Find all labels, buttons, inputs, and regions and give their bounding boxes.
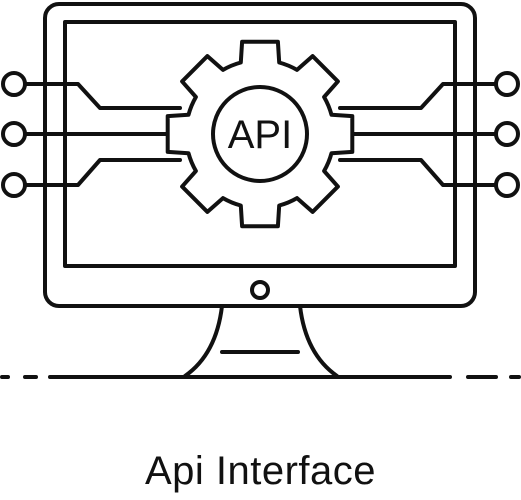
gear-api-label: API	[228, 113, 292, 157]
monitor-screen	[63, 20, 457, 268]
monitor-frame	[43, 2, 477, 308]
caption-title: Api Interface	[144, 449, 377, 493]
monitor-stand	[183, 304, 339, 378]
left-circuit-lines	[24, 82, 182, 187]
power-button-icon	[250, 280, 270, 300]
left-connector-nodes	[1, 71, 27, 198]
gear-icon	[165, 39, 355, 229]
gear-inner-ring	[211, 85, 309, 183]
right-connector-nodes	[494, 71, 520, 198]
right-circuit-lines	[338, 82, 497, 187]
api-monitor-icon: API	[0, 2, 521, 379]
